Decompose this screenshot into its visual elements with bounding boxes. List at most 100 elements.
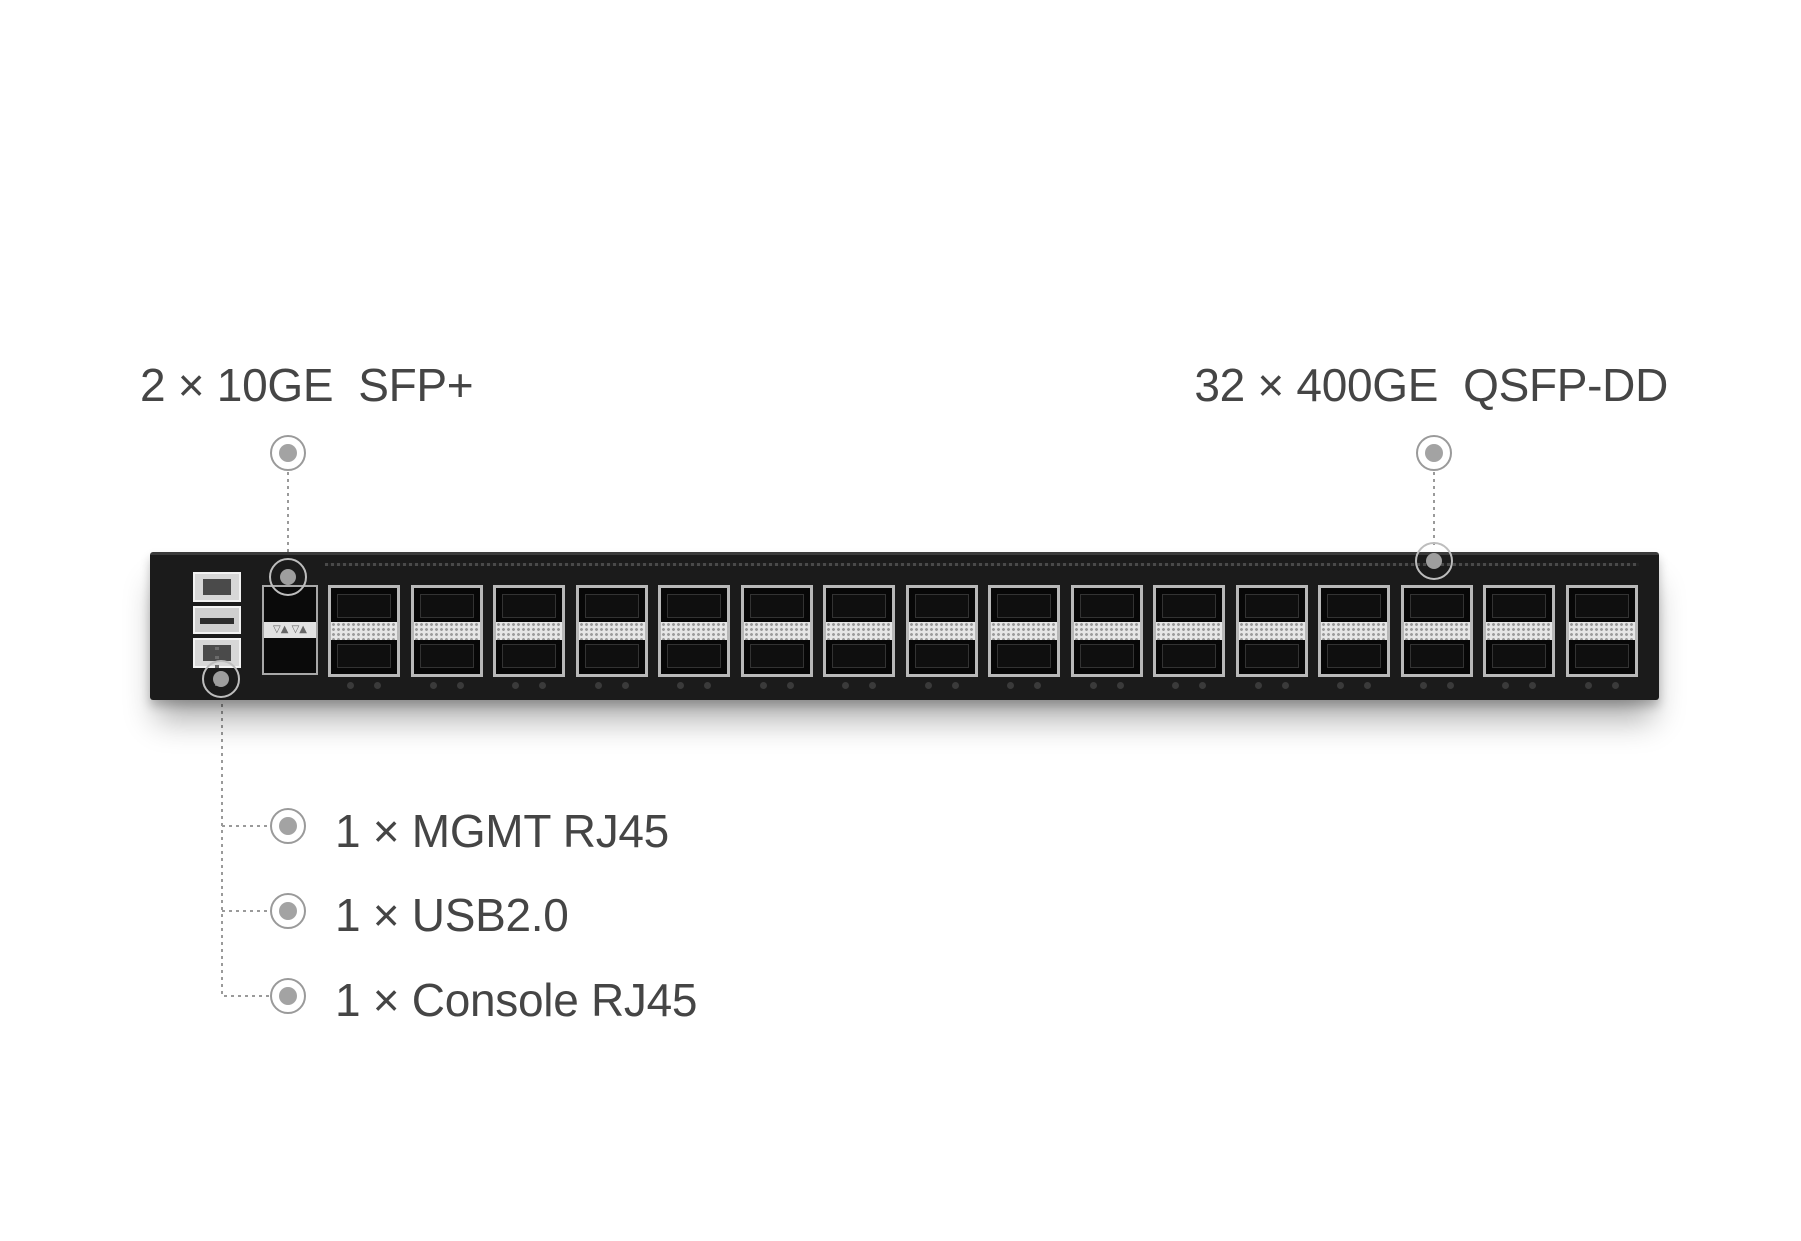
sfp-device-ring xyxy=(269,558,307,596)
qsfp-dd-upper-slot xyxy=(1409,594,1464,618)
qsfp-dd-upper-slot xyxy=(1574,594,1629,618)
qsfp-dd-upper-slot xyxy=(584,594,639,618)
qsfp-dd-upper-slot xyxy=(1327,594,1381,618)
port-status-leds xyxy=(842,682,876,690)
sfp-callout-marker xyxy=(270,435,306,471)
qsfp-dd-cage xyxy=(823,585,895,689)
mgmt-callout-marker xyxy=(270,808,306,844)
qsfp-dd-cage xyxy=(1318,585,1390,689)
qsfp-dd-cage xyxy=(1070,585,1143,689)
qsfp-dd-cage xyxy=(1400,585,1473,689)
qsfp-dd-lower-slot xyxy=(419,644,474,668)
mgmt-port-label: 1 × MGMT RJ45 xyxy=(335,805,669,857)
qsfp-dd-upper-slot xyxy=(1162,594,1216,618)
port-status-leds xyxy=(924,682,959,690)
management-port-block xyxy=(190,570,246,687)
qsfp-dd-cage-mesh xyxy=(826,622,892,640)
switch-front-panel: ▽▲ ▽▲ xyxy=(150,552,1659,700)
qsfp-dd-upper-slot xyxy=(1492,594,1546,618)
console-port-label: 1 × Console RJ45 xyxy=(335,974,698,1026)
console-callout-marker xyxy=(270,978,306,1014)
port-status-leds xyxy=(429,682,464,690)
qsfp-dd-lower-slot xyxy=(337,644,391,668)
qsfp-dd-cage xyxy=(575,585,648,689)
qsfp-device-ring xyxy=(1415,542,1453,580)
qsfp-dd-cage xyxy=(493,585,565,689)
qsfp-dd-cage xyxy=(1153,585,1225,689)
port-status-leds xyxy=(1337,682,1371,690)
qsfp-dd-cage xyxy=(658,585,730,689)
mgmt-rj45-port xyxy=(193,572,241,602)
qsfp-dd-lower-slot xyxy=(667,644,721,668)
qsfp-dd-cage-mesh xyxy=(1486,622,1552,640)
qsfp-dd-upper-slot xyxy=(502,594,556,618)
qsfp-dd-upper-slot xyxy=(1244,594,1299,618)
qsfp-dd-lower-slot xyxy=(502,644,556,668)
qsfp-dd-lower-slot xyxy=(1244,644,1299,668)
qsfp-dd-cage-mesh xyxy=(496,622,562,640)
sfp-ports-label: 2 × 10GE SFP+ xyxy=(140,359,474,411)
port-status-leds xyxy=(594,682,629,690)
port-status-leds xyxy=(759,682,794,690)
qsfp-dd-lower-slot xyxy=(1162,644,1216,668)
usb-callout-marker xyxy=(270,893,306,929)
port-status-leds xyxy=(347,682,381,690)
qsfp-dd-cage-mesh xyxy=(908,622,975,640)
sfp-plus-cage: ▽▲ ▽▲ xyxy=(262,585,318,675)
port-status-leds xyxy=(1419,682,1454,690)
qsfp-dd-cage-mesh xyxy=(661,622,727,640)
qsfp-dd-cage xyxy=(905,585,978,689)
qsfp-dd-cage-mesh xyxy=(1238,622,1305,640)
qsfp-dd-lower-slot xyxy=(584,644,639,668)
qsfp-dd-lower-slot xyxy=(997,644,1051,668)
sfp-port-marking: ▽▲ ▽▲ xyxy=(264,622,316,638)
qsfp-dd-cage-mesh xyxy=(331,622,397,640)
qsfp-dd-cage xyxy=(410,585,483,689)
qsfp-dd-cage-mesh xyxy=(578,622,645,640)
qsfp-dd-cage xyxy=(740,585,813,689)
qsfp-dd-cage xyxy=(988,585,1060,689)
mgmt-group-leader-line xyxy=(221,690,270,997)
qsfp-dd-upper-slot xyxy=(997,594,1051,618)
qsfp-dd-cage xyxy=(1565,585,1638,689)
qsfp-dd-lower-slot xyxy=(1574,644,1629,668)
qsfp-dd-cage-mesh xyxy=(1156,622,1222,640)
qsfp-dd-lower-slot xyxy=(1327,644,1381,668)
port-status-leds xyxy=(1172,682,1206,690)
qsfp-dd-cage xyxy=(1235,585,1308,689)
qsfp-dd-lower-slot xyxy=(914,644,969,668)
qsfp-dd-cage-mesh xyxy=(413,622,480,640)
chassis-top-edge xyxy=(325,563,1639,566)
usb-port-label: 1 × USB2.0 xyxy=(335,889,569,941)
port-status-leds xyxy=(677,682,711,690)
qsfp-dd-upper-slot xyxy=(419,594,474,618)
qsfp-dd-lower-slot xyxy=(749,644,804,668)
qsfp-dd-cage-mesh xyxy=(991,622,1057,640)
port-status-leds xyxy=(1089,682,1124,690)
port-status-leds xyxy=(1584,682,1619,690)
port-status-leds xyxy=(1254,682,1289,690)
qsfp-dd-lower-slot xyxy=(832,644,886,668)
port-status-leds xyxy=(1502,682,1536,690)
port-status-leds xyxy=(1007,682,1041,690)
qsfp-dd-upper-slot xyxy=(914,594,969,618)
qsfp-dd-upper-slot xyxy=(832,594,886,618)
qsfp-dd-lower-slot xyxy=(1409,644,1464,668)
qsfp-callout-marker xyxy=(1416,435,1452,471)
port-status-leds xyxy=(512,682,546,690)
qsfp-dd-upper-slot xyxy=(667,594,721,618)
qsfp-dd-upper-slot xyxy=(1079,594,1134,618)
qsfp-dd-upper-slot xyxy=(749,594,804,618)
qsfp-dd-cage-mesh xyxy=(743,622,810,640)
qsfp-dd-cage-mesh xyxy=(1403,622,1470,640)
qsfp-dd-cage xyxy=(328,585,400,689)
usb-port xyxy=(193,606,241,634)
qsfp-dd-cage xyxy=(1483,585,1555,689)
qsfp-dd-lower-slot xyxy=(1492,644,1546,668)
qsfp-dd-cage-mesh xyxy=(1568,622,1635,640)
qsfp-ports-label: 32 × 400GE QSFP-DD xyxy=(1194,359,1668,411)
qsfp-dd-upper-slot xyxy=(337,594,391,618)
qsfp-dd-cage-mesh xyxy=(1073,622,1140,640)
mgmt-device-ring xyxy=(202,660,240,698)
qsfp-dd-cage-mesh xyxy=(1321,622,1387,640)
